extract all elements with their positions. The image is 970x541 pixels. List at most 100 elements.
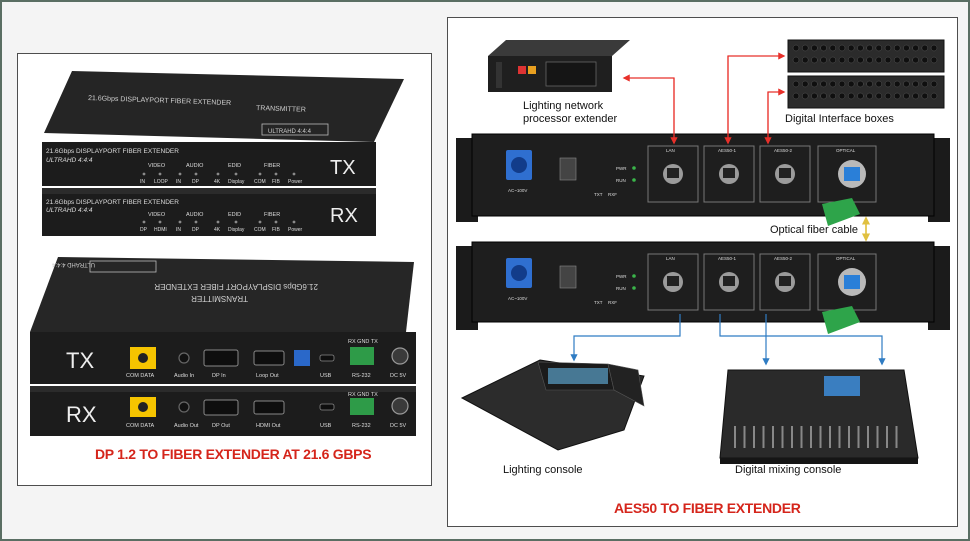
interface-socket	[921, 92, 929, 100]
interface-socket	[893, 56, 901, 64]
unit1-power-label: AC~100V	[508, 188, 527, 193]
interface-socket	[893, 92, 901, 100]
blue-connection-arrows	[570, 314, 886, 366]
mixing-fader	[895, 426, 898, 448]
interface-socket	[820, 80, 827, 88]
rx-back-audio-jack	[178, 401, 190, 413]
interface-socket	[838, 44, 846, 52]
unit2-small-1: RXF	[608, 300, 617, 305]
unit1-small-0: TXT	[594, 192, 603, 197]
mixing-console-faders	[734, 426, 898, 448]
tx-top-led-5: Display	[228, 179, 245, 185]
tx-top-front-sub: ULTRAHD 4:4:4	[46, 157, 93, 164]
unit1-status-1: RUN	[616, 178, 626, 183]
interface-socket	[857, 92, 864, 100]
tx-top-group-0: VIDEO	[148, 163, 166, 169]
rx-top-side-label: RX	[330, 205, 358, 227]
rx-top-led-labels: DP HDMI IN DP 4K Display COM FIB Power	[140, 227, 303, 233]
tx-top-led-labels: IN LOOP IN DP 4K Display COM FIB Power	[140, 179, 303, 185]
unit2-port-title-1: AES50-1	[718, 256, 737, 261]
digital-interface-box-1	[787, 39, 945, 73]
interface-socket	[801, 56, 809, 64]
mixing-fader	[867, 426, 869, 448]
mixing-fader	[838, 426, 841, 448]
interface-socket	[847, 44, 855, 52]
interface-socket	[801, 44, 809, 52]
interface-socket	[903, 44, 910, 52]
tx-top-led-1: LOOP	[154, 179, 169, 185]
interface-socket	[829, 92, 837, 100]
optical-fiber-label: Optical fiber cable	[770, 224, 859, 236]
mixing-fader	[781, 426, 784, 448]
rx-back-hdmi-out-port	[253, 400, 285, 415]
dp-extender-caption: DP 1.2 TO FIBER EXTENDER AT 21.6 GBPS	[95, 446, 372, 462]
interface-socket	[820, 56, 827, 64]
interface-socket	[912, 80, 919, 88]
rx-back-fiber-hole	[138, 402, 148, 412]
unit1-port-title-0: LAN	[666, 148, 675, 153]
arrow-aes2-to-mixing-console	[765, 314, 886, 366]
interface-socket	[903, 92, 910, 100]
rx-back-dc-jack	[391, 397, 409, 415]
rx-top-led-8: Power	[288, 227, 303, 233]
rx-back-port-0: COM DATA	[126, 423, 155, 429]
interface-socket	[811, 56, 818, 64]
interface-socket	[903, 56, 910, 64]
interface-socket	[875, 80, 883, 88]
unit1-port-title-1: AES50-1	[718, 148, 737, 153]
tx-back-dp-in-port	[203, 349, 239, 367]
lighting-console-label: Lighting console	[503, 464, 583, 476]
interface-boxes-label: Digital Interface boxes	[785, 113, 894, 125]
tx-back-port-1: Audio In	[174, 373, 194, 379]
interface-socket	[792, 56, 800, 64]
processor-extender-device	[488, 40, 630, 92]
mixing-fader	[829, 426, 831, 448]
rx-top-front-title: 21.6Gbps DISPLAYPORT FIBER EXTENDER	[46, 199, 179, 206]
mixing-fader	[800, 426, 803, 448]
interface-socket	[811, 44, 818, 52]
tx-back-port-labels: COM DATA Audio In DP In Loop Out USB RS-…	[126, 373, 407, 379]
interface-socket	[912, 44, 919, 52]
rx-top-led-5: Display	[228, 227, 245, 233]
rx-top-front	[42, 194, 376, 236]
rx-top-led-3: DP	[192, 227, 200, 233]
mixing-fader	[734, 426, 736, 448]
tx-top-lid-line2: TRANSMITTER	[256, 105, 306, 114]
interface-socket	[857, 56, 864, 64]
tx-back-terminal-block	[350, 347, 374, 365]
aes50-caption: AES50 TO FIBER EXTENDER	[614, 500, 801, 516]
rx-top-lid	[42, 188, 376, 194]
rx-top-group-0: VIDEO	[148, 212, 166, 218]
interface-socket	[801, 92, 809, 100]
mixing-fader	[876, 426, 879, 448]
unit2-status-0: PWR	[616, 274, 627, 279]
interface-socket	[912, 92, 919, 100]
interface-socket	[930, 80, 938, 88]
interface-socket	[820, 44, 827, 52]
tx-top-front	[42, 142, 376, 186]
tx-back-port-4: USB	[320, 373, 332, 379]
tx-back-lid-line1: 21.6Gbps DISPLAYPORT FIBER EXTENDER	[154, 282, 318, 291]
tx-top-badge-frame	[261, 123, 329, 136]
tx-top-group-3: FIBER	[264, 163, 280, 169]
tx-top-group-2: EDID	[228, 163, 241, 169]
lighting-console-device	[460, 359, 645, 451]
tx-back-usb-port	[319, 354, 335, 362]
rx-top-front-sub: ULTRAHD 4:4:4	[46, 207, 93, 214]
interface-socket	[930, 44, 938, 52]
aes50-fiber-extender-panel: LAN AES50-1 AES50-2 OPTICAL LAN AES50-1 …	[447, 17, 958, 527]
tx-top-led-7: FIB	[272, 179, 280, 185]
tx-back-terminal-label: RX GND TX	[348, 339, 378, 345]
rx-top-led-2: IN	[176, 227, 181, 233]
interface-socket	[829, 80, 837, 88]
tx-top-side-label: TX	[330, 157, 356, 179]
rx-top-group-1: AUDIO	[186, 212, 204, 218]
interface-socket	[801, 80, 809, 88]
rx-back-dp-out-port	[203, 399, 239, 416]
unit2-port-title-3: OPTICAL	[836, 256, 856, 261]
rx-top-groups: VIDEO AUDIO EDID FIBER	[148, 212, 280, 218]
interface-socket	[875, 56, 883, 64]
rx-back-side-label: RX	[66, 402, 97, 427]
unit2-port-title-0: LAN	[666, 256, 675, 261]
